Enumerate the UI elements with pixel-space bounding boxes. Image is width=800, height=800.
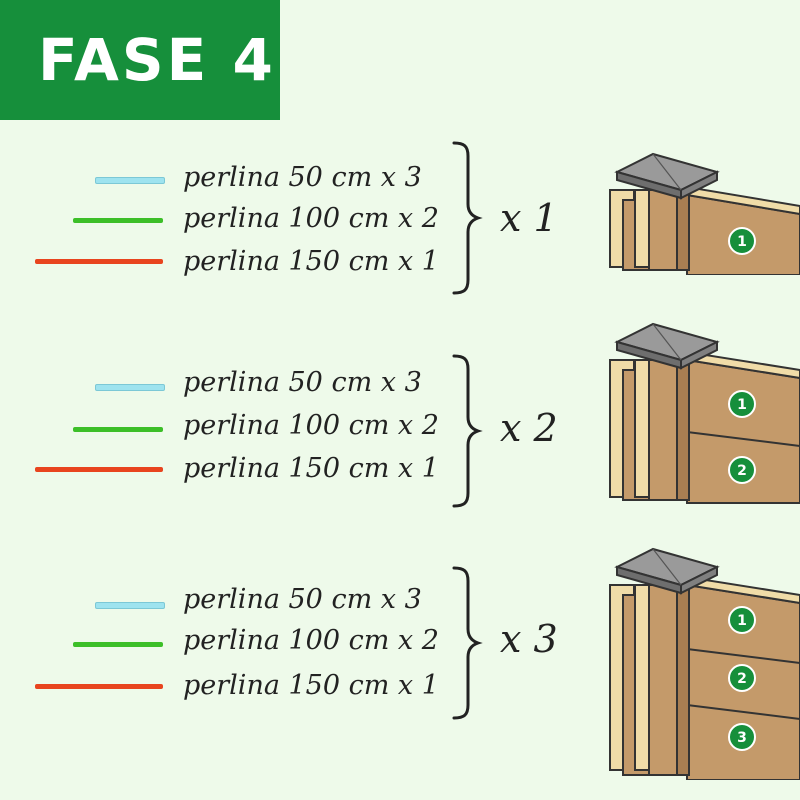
badge-2: 2 bbox=[728, 664, 756, 692]
item-label: perlina 150 cm x 1 bbox=[183, 453, 439, 484]
fence-post-icon bbox=[609, 322, 720, 501]
fence-diagram-3: 1 2 3 bbox=[609, 547, 800, 780]
fence-post-icon bbox=[609, 152, 720, 271]
fence-post-icon bbox=[609, 547, 720, 776]
badge-1: 1 bbox=[728, 606, 756, 634]
svg-text:2: 2 bbox=[737, 671, 747, 687]
line-100cm-icon bbox=[73, 218, 163, 223]
line-150cm-icon bbox=[35, 467, 163, 472]
line-150cm-icon bbox=[35, 684, 163, 689]
fence-panel-icon bbox=[686, 350, 800, 504]
line-50cm-icon bbox=[95, 384, 165, 391]
badge-2: 2 bbox=[728, 456, 756, 484]
multiplier-label: x 3 bbox=[500, 617, 558, 661]
curly-bracket-icon bbox=[452, 141, 483, 295]
svg-text:1: 1 bbox=[737, 613, 747, 629]
badge-1: 1 bbox=[728, 227, 756, 255]
step-group-1: perlina 50 cm x 3 perlina 100 cm x 2 per… bbox=[0, 140, 800, 320]
line-100cm-icon bbox=[73, 427, 163, 432]
line-150cm-icon bbox=[35, 259, 163, 264]
phase-title: FASE 4 bbox=[38, 26, 276, 94]
svg-text:1: 1 bbox=[737, 397, 747, 413]
multiplier-label: x 1 bbox=[500, 196, 558, 240]
item-label: perlina 50 cm x 3 bbox=[183, 367, 422, 398]
step-group-3: perlina 50 cm x 3 perlina 100 cm x 2 per… bbox=[0, 547, 800, 780]
badge-1: 1 bbox=[728, 390, 756, 418]
item-label: perlina 100 cm x 2 bbox=[183, 410, 439, 441]
badge-3: 3 bbox=[728, 723, 756, 751]
svg-text:1: 1 bbox=[737, 234, 747, 250]
item-label: perlina 50 cm x 3 bbox=[183, 584, 422, 615]
svg-text:2: 2 bbox=[737, 463, 747, 479]
item-label: perlina 150 cm x 1 bbox=[183, 246, 439, 277]
fence-diagram-2: 1 2 bbox=[609, 322, 800, 504]
item-label: perlina 150 cm x 1 bbox=[183, 670, 439, 701]
item-label: perlina 50 cm x 3 bbox=[183, 162, 422, 193]
phase-banner: FASE 4 bbox=[0, 0, 280, 120]
line-50cm-icon bbox=[95, 602, 165, 609]
curly-bracket-icon bbox=[452, 354, 483, 508]
step-group-2: perlina 50 cm x 3 perlina 100 cm x 2 per… bbox=[0, 322, 800, 525]
item-label: perlina 100 cm x 2 bbox=[183, 203, 439, 234]
line-100cm-icon bbox=[73, 642, 163, 647]
fence-diagram-1: 1 bbox=[609, 152, 800, 275]
multiplier-label: x 2 bbox=[500, 406, 558, 450]
line-50cm-icon bbox=[95, 177, 165, 184]
item-label: perlina 100 cm x 2 bbox=[183, 625, 439, 656]
svg-text:3: 3 bbox=[737, 730, 747, 746]
curly-bracket-icon bbox=[452, 566, 483, 720]
